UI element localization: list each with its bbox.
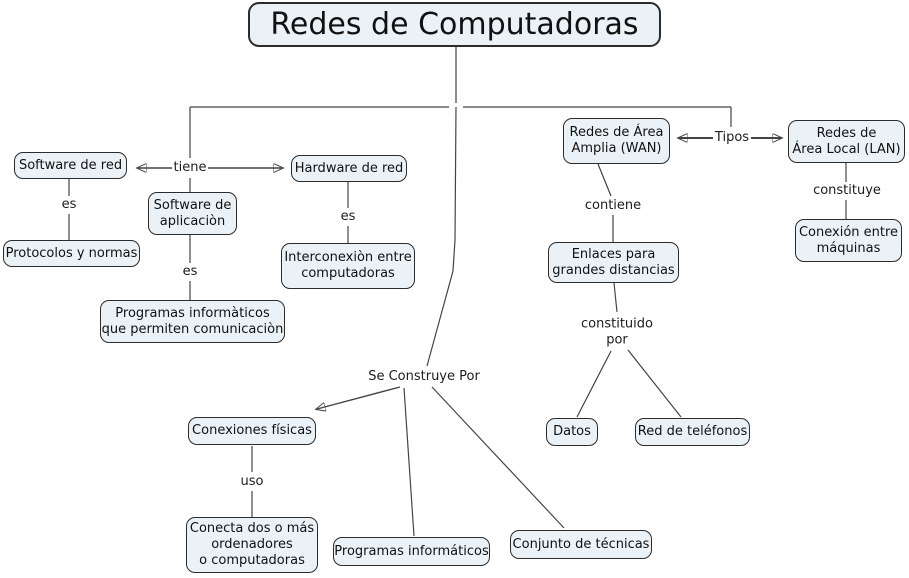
concept-software-red[interactable]: Software de red <box>14 152 127 179</box>
link-uso[interactable]: uso <box>240 474 264 490</box>
concept-wan[interactable]: Redes de Área Amplia (WAN) <box>563 118 670 164</box>
concept-lan[interactable]: Redes de Área Local (LAN) <box>788 120 905 163</box>
concept-title[interactable]: Redes de Computadoras <box>248 2 661 47</box>
concept-red-telefonos[interactable]: Red de teléfonos <box>635 418 750 446</box>
construye-arrow-fisicas <box>317 386 401 409</box>
link-tiene[interactable]: tiene <box>173 160 207 176</box>
link-constituye[interactable]: constituye <box>813 183 881 199</box>
line-trunk-to-construye <box>426 106 457 367</box>
line-por-to-datos <box>576 350 612 418</box>
line-enlaces-to-constituido <box>613 282 618 313</box>
concept-interconexion[interactable]: Interconexiòn entre computadoras <box>281 243 415 289</box>
concept-conjunto-tecnicas[interactable]: Conjunto de técnicas <box>510 530 652 559</box>
concept-datos[interactable]: Datos <box>546 418 598 446</box>
concept-enlaces[interactable]: Enlaces para grandes distancias <box>548 242 679 283</box>
line-construye-to-conjunto <box>431 386 565 529</box>
line-wan-to-contiene <box>597 163 612 197</box>
line-construye-to-programas <box>403 387 415 537</box>
concept-conecta[interactable]: Conecta dos o más ordenadores o computad… <box>186 517 318 573</box>
link-constituido-por[interactable]: constituido por <box>581 316 653 347</box>
concept-programas-informaticos[interactable]: Programas informáticos <box>333 537 490 566</box>
concept-programas-comunicacion[interactable]: Programas informàticos que permiten comu… <box>100 300 285 343</box>
link-es-software[interactable]: es <box>61 197 77 213</box>
link-tipos[interactable]: Tipos <box>714 130 750 146</box>
concept-conexiones-fisicas[interactable]: Conexiones físicas <box>188 417 316 445</box>
line-por-to-telefonos <box>627 349 682 418</box>
concept-software-aplicacion[interactable]: Software de aplicaciòn <box>148 192 237 235</box>
link-contiene[interactable]: contiene <box>584 198 642 214</box>
link-es-hardware[interactable]: es <box>340 209 356 225</box>
concept-hardware-red[interactable]: Hardware de red <box>291 155 407 182</box>
concept-conexion-maquinas[interactable]: Conexión entre máquinas <box>795 219 902 262</box>
link-se-construye-por[interactable]: Se Construye Por <box>368 369 480 385</box>
concept-protocolos[interactable]: Protocolos y normas <box>3 240 140 267</box>
link-es-aplicacion[interactable]: es <box>182 264 198 280</box>
